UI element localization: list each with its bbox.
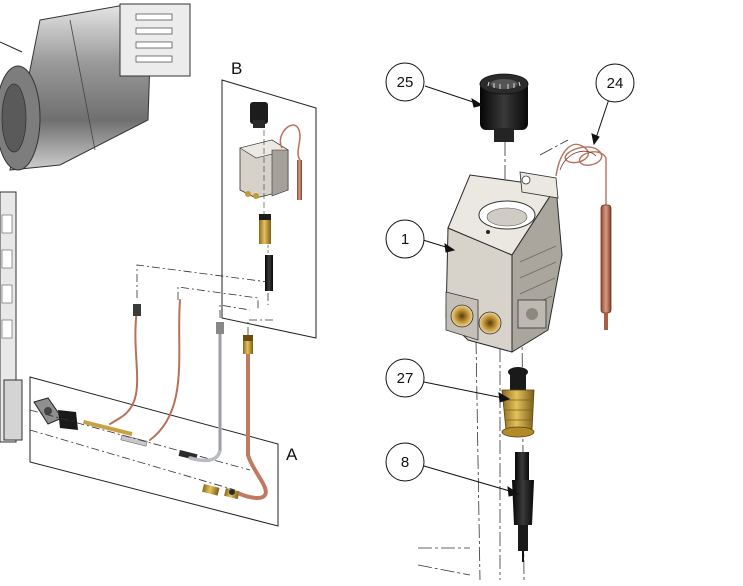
svg-text:1: 1 bbox=[401, 231, 409, 248]
detail-a-label: A bbox=[286, 445, 298, 464]
detail-b-small-valve bbox=[239, 102, 302, 291]
brass-connector-27 bbox=[501, 367, 535, 438]
svg-text:24: 24 bbox=[607, 75, 624, 92]
black-sensor-8 bbox=[512, 452, 534, 562]
callout-8: 8 bbox=[385, 442, 425, 482]
callout-1: 1 bbox=[385, 219, 425, 259]
alignment-lines-left bbox=[29, 264, 275, 491]
detail-b-label: B bbox=[231, 59, 242, 78]
burner-cylinder bbox=[0, 3, 151, 171]
gas-valve-body-1 bbox=[445, 171, 563, 353]
copper-capillary-tubes bbox=[109, 299, 268, 500]
svg-text:27: 27 bbox=[397, 370, 414, 387]
callout-25: 25 bbox=[385, 62, 425, 102]
callout-24: 24 bbox=[595, 63, 635, 103]
detail-a-fittings bbox=[33, 397, 240, 500]
tube-end-fittings bbox=[133, 304, 253, 354]
callout-27: 27 bbox=[385, 358, 425, 398]
detail-a-plane bbox=[29, 376, 279, 527]
svg-text:25: 25 bbox=[397, 74, 414, 91]
callout-leaders bbox=[422, 85, 610, 497]
detail-b-plane bbox=[221, 79, 317, 339]
mounting-frame bbox=[0, 3, 191, 443]
svg-text:8: 8 bbox=[401, 454, 409, 471]
capillary-bulb-24 bbox=[555, 143, 612, 330]
control-knob-25 bbox=[479, 73, 529, 142]
